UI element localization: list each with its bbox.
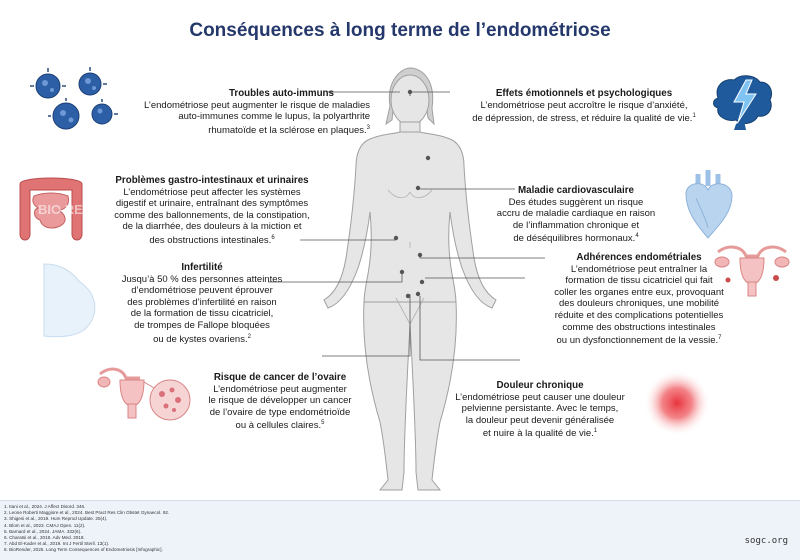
cardio-line: Des études suggèrent un risque (508, 196, 644, 208)
watermark-text: BIO RENDER (38, 202, 94, 217)
adhesions-line: L’endométriose peut entraîner la (570, 263, 708, 275)
autoimmune-ref: 3 (366, 124, 370, 131)
gastro-line: des obstructions intestinales. (149, 235, 272, 247)
reference-item: 4. Blom et al., 2023. CMAJ Open. 11(2). (4, 522, 86, 528)
pain-line: pelvienne persistante. Avec le temps, (461, 403, 619, 415)
heart-icon (685, 170, 733, 239)
ovarian-section: Risque de cancer de l’ovaire L’endométri… (192, 372, 368, 432)
emotional-ref: 1 (692, 113, 696, 120)
infertility-line: des problèmes d’infertilité en raison (127, 296, 277, 308)
reference-item: 5. Barnard et al., 2024. JAMA. 332(6). (4, 528, 82, 534)
ovary-icon (97, 367, 191, 421)
infertility-section: Infertilité Jusqu’à 50 % des personnes a… (102, 262, 302, 345)
infertility-ref: 2 (247, 333, 251, 340)
adhesions-line: réduite et des complications potentielle… (554, 309, 724, 321)
autoimmune-line: auto-immunes comme le lupus, la polyarth… (178, 111, 370, 123)
pain-heading: Douleur chronique (496, 380, 584, 391)
reference-item: 6. Charatsi et al., 2018. Adv Med. 2018. (4, 535, 85, 541)
ovarian-line: de l’ovaire de type endométrioïde (209, 406, 351, 418)
adhesions-heading: Adhérences endométriales (576, 252, 702, 263)
pain-line: la douleur peut devenir généralisée (465, 414, 615, 426)
emotional-line: de dépression, de stress, et réduire la … (472, 113, 693, 125)
adhesions-ref: 7 (718, 335, 722, 342)
autoimmune-line: L’endométriose peut augmenter le risque … (143, 99, 370, 111)
pain-section: Douleur chronique L’endométriose peut ca… (440, 380, 640, 440)
infertility-heading: Infertilité (181, 262, 223, 273)
infertility-line: de la formation de tissu cicatriciel, (130, 308, 274, 320)
emotional-line: L’endométriose peut accroître le risque … (480, 99, 688, 111)
site-link[interactable]: sogc.org (744, 536, 788, 546)
autoimmune-heading: Troubles auto-immuns (228, 88, 334, 99)
adhesions-section: Adhérences endométriales L’endométriose … (532, 252, 746, 347)
emotional-heading: Effets émotionnels et psychologiques (495, 88, 673, 99)
autoimmune-line: rhumatoïde et la sclérose en plaques. (208, 124, 367, 136)
pain-ref: 1 (593, 428, 598, 435)
pain-line: et nuire à la qualité de vie. (482, 428, 594, 440)
ovarian-line: L’endométriose peut augmenter (213, 383, 347, 395)
adhesions-line: des douleurs chroniques, une mobilité (558, 298, 719, 310)
references-list: 1. Itani et al., 2024. J Affect Disord. … (4, 504, 364, 554)
gastro-line: digestif et urinaire, entraînant des sym… (115, 198, 309, 210)
reference-item: 7. Abd El-Kader et al., 2019. Int J Fert… (4, 541, 110, 547)
page-title: Conséquences à long terme de l’endométri… (189, 20, 611, 41)
uterus-icon (714, 245, 790, 297)
cardio-line: accru de maladie cardiaque en raison (496, 208, 656, 220)
footer-bar (0, 500, 800, 560)
cardio-line: de l’inflammation chronique et (512, 219, 640, 231)
adhesions-line: formation de tissu cicatriciel qui fait (565, 275, 713, 287)
infertility-line: d’endométriose peuvent éprouver (131, 285, 273, 297)
infertility-line: Jusqu’à 50 % des personnes atteintes (121, 273, 283, 285)
infertility-line: de trompes de Fallope bloquées (134, 319, 270, 331)
ovarian-line: le risque de développer un cancer (208, 395, 352, 407)
gastro-section: Problèmes gastro-intestinaux et urinaire… (100, 175, 324, 247)
infertility-line: ou de kystes ovariens. (153, 333, 248, 345)
reference-item: 1. Itani et al., 2024. J Affect Disord. … (4, 504, 86, 509)
ovarian-line: ou à cellules claires. (235, 420, 322, 432)
cardio-heading: Maladie cardiovasculaire (518, 185, 634, 196)
gastro-line: comme des ballonnements, de la constipat… (114, 209, 310, 221)
pain-line: L’endométriose peut causer une douleur (455, 391, 625, 403)
reference-item: 8. BioRender, 2025. Long Term Consequenc… (4, 547, 163, 553)
gastro-line: de la diarrhée, des douleurs à la mictio… (122, 221, 302, 233)
reference-item: 3. Shigesi et al., 2019. Hum Reprod Upda… (4, 516, 108, 522)
gastro-line: L’endométriose peut affecter les système… (123, 186, 301, 198)
brain-lightning-icon (713, 75, 773, 130)
gastro-heading: Problèmes gastro-intestinaux et urinaire… (115, 175, 309, 186)
pregnant-belly-icon (43, 263, 96, 338)
gastro-ref: 6 (271, 234, 275, 241)
cardio-ref: 4 (635, 233, 639, 240)
reference-item: 2. Leone Roberti Maggiore et al., 2024. … (4, 510, 170, 516)
adhesions-line: ou un dysfonctionnement de la vessie. (556, 335, 719, 347)
emotional-section: Effets émotionnels et psychologiques L’e… (454, 88, 714, 125)
adhesions-line: coller les organes entre eux, provoquant (554, 286, 724, 298)
cardio-section: Maladie cardiovasculaire Des études sugg… (476, 185, 676, 245)
adhesions-line: comme des obstructions intestinales (562, 321, 716, 333)
autoimmune-section: Troubles auto-immuns L’endométriose peut… (112, 88, 370, 137)
ovarian-ref: 5 (321, 420, 325, 427)
cardio-line: de déséquilibres hormonaux. (513, 233, 636, 245)
pain-spot-icon (644, 370, 710, 436)
autoimmune-cells-icon (30, 67, 118, 130)
intestine-icon: BIO RENDER (19, 177, 94, 241)
ovarian-heading: Risque de cancer de l’ovaire (213, 372, 347, 383)
